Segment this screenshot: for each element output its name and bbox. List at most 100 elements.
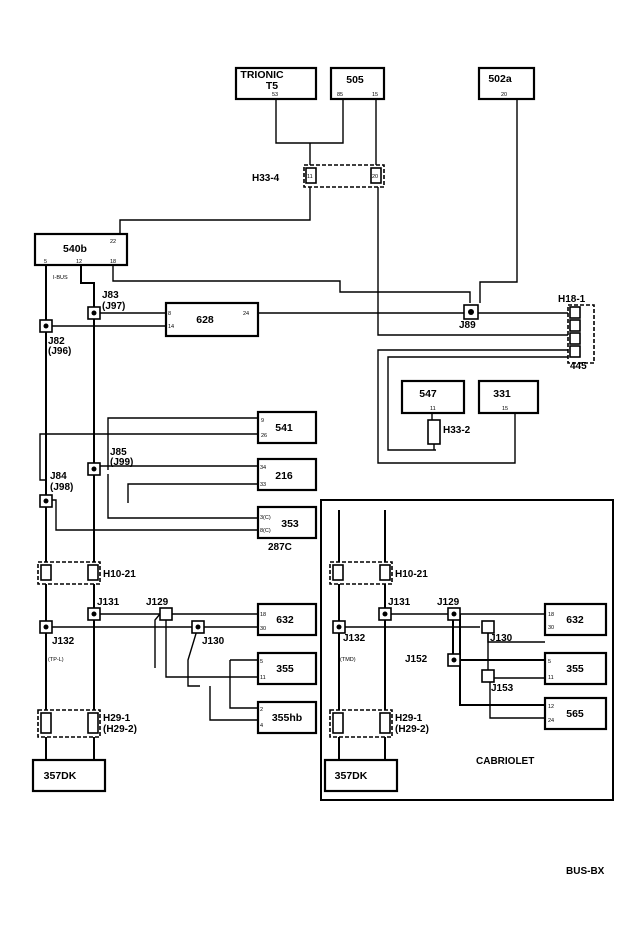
c357dk-left-label: 357DK bbox=[44, 770, 77, 782]
wire-h33-4-540b bbox=[119, 187, 311, 238]
connector-h29-1-right: H29-1 (H29-2) bbox=[329, 709, 429, 738]
wire-540b-j89 bbox=[112, 265, 471, 303]
wire-trionic-505 bbox=[275, 99, 344, 144]
j153-label: J153 bbox=[491, 683, 514, 694]
c355-left-pin-b: 11 bbox=[260, 675, 266, 681]
c216-label: 216 bbox=[275, 470, 293, 482]
cabriolet-frame bbox=[320, 499, 614, 801]
component-355-right: 355 5 11 bbox=[543, 651, 608, 686]
c216-pin-a: 34 bbox=[260, 465, 266, 471]
c353-pin-a: 3(C) bbox=[260, 515, 271, 521]
c632-right-pin-a: 18 bbox=[548, 612, 554, 618]
c540b-pin-5: 5 bbox=[44, 259, 47, 265]
splice-j129-left bbox=[159, 607, 173, 621]
component-357dk-left: 357DK bbox=[31, 758, 107, 793]
component-632-right: 632 18 30 bbox=[543, 602, 608, 637]
cabriolet-label: CABRIOLET bbox=[476, 756, 534, 767]
j96-label: (J96) bbox=[48, 346, 71, 357]
j99-label: (J99) bbox=[110, 457, 133, 468]
j129-left-label: J129 bbox=[146, 597, 169, 608]
wire-h18-331 bbox=[377, 349, 568, 464]
j89-label: J89 bbox=[459, 320, 476, 331]
connector-h29-1-left: H29-1 (H29-2) bbox=[37, 709, 137, 738]
h10-21-right-label: H10-21 bbox=[395, 569, 428, 580]
c331-pin: 15 bbox=[502, 406, 508, 412]
j132-left-label: J132 bbox=[52, 636, 75, 647]
right-small-label: (TMD) bbox=[340, 657, 356, 663]
component-353: 353 3(C) 8(C) bbox=[256, 505, 318, 540]
wire-j84-353 bbox=[46, 499, 258, 531]
h33-2-label: H33-2 bbox=[443, 425, 471, 436]
j132-right-label: J132 bbox=[343, 633, 366, 644]
component-632-left: 632 18 30 bbox=[256, 602, 318, 637]
wire-j129r-565 bbox=[459, 614, 545, 706]
h29-2-left-label: (H29-2) bbox=[103, 724, 137, 735]
wire-541-j84 bbox=[39, 433, 258, 481]
c632-right-label: 632 bbox=[566, 614, 584, 626]
connector-h33-4: 11 20 H33-4 bbox=[252, 164, 385, 188]
component-355hb: 355hb 2 4 bbox=[256, 700, 318, 735]
left-small-label: (TP-L) bbox=[48, 657, 64, 663]
wire-h33-4-h18 bbox=[377, 187, 568, 336]
c357dk-right-label: 357DK bbox=[335, 770, 368, 782]
j130-right-label: J130 bbox=[490, 633, 513, 644]
component-502a: 502a 20 bbox=[477, 66, 536, 101]
component-505: 505 85 15 bbox=[329, 66, 386, 101]
c541-pin-b: 26 bbox=[261, 433, 267, 439]
component-628: 628 8 14 24 bbox=[164, 301, 260, 338]
component-547: 547 11 bbox=[400, 379, 466, 415]
wire-j130-branch bbox=[187, 626, 200, 687]
c502a-label: 502a bbox=[488, 73, 512, 85]
c216-pin-b: 33 bbox=[260, 482, 266, 488]
c540b-pin-12: 12 bbox=[76, 259, 82, 265]
c547-label: 547 bbox=[419, 388, 437, 400]
j82-label: J82 bbox=[48, 336, 65, 347]
j83-label: J83 bbox=[102, 290, 119, 301]
h33-4-pin-b: 20 bbox=[372, 174, 378, 180]
c355hb-pin-b: 4 bbox=[260, 723, 263, 729]
j152-label: J152 bbox=[405, 654, 428, 665]
c355-left-pin-a: 5 bbox=[260, 659, 263, 665]
c632-left-pin-a: 18 bbox=[260, 612, 266, 618]
c540b-pin-18: 18 bbox=[110, 259, 116, 265]
h33-4-pin-a: 11 bbox=[307, 174, 313, 180]
h10-21-left-label: H10-21 bbox=[103, 569, 136, 580]
c540b-label: 540b bbox=[63, 243, 87, 255]
connector-h18-1: H18-1 445 bbox=[558, 294, 595, 372]
wire-j153-565 bbox=[489, 678, 545, 719]
j130-left-label: J130 bbox=[202, 636, 225, 647]
j129-right-label: J129 bbox=[437, 597, 460, 608]
c505-label: 505 bbox=[346, 74, 364, 86]
h33-4-label: H33-4 bbox=[252, 173, 280, 184]
c632-left-label: 632 bbox=[276, 614, 294, 626]
footer-label: BUS-BX bbox=[566, 866, 605, 877]
component-540b: 540b 22 5 12 18 bbox=[33, 232, 129, 267]
splice-j130-right bbox=[481, 620, 495, 634]
c565-label: 565 bbox=[566, 708, 584, 720]
c541-pin-a: 9 bbox=[261, 418, 264, 424]
connector-h33-2: H33-2 bbox=[427, 419, 471, 445]
j97-label: (J97) bbox=[102, 301, 125, 312]
wire-355hb-2 bbox=[229, 660, 258, 709]
c355-right-pin-a: 5 bbox=[548, 659, 551, 665]
wire-j129-branch bbox=[154, 613, 161, 668]
c541-label: 541 bbox=[275, 422, 293, 434]
wire-j85-353 bbox=[107, 474, 258, 519]
wire-541-j85 bbox=[107, 417, 258, 470]
c287c-label: 287C bbox=[268, 542, 292, 553]
j85-label: J85 bbox=[110, 447, 127, 458]
c628-pin-a: 8 bbox=[168, 311, 171, 317]
c628-pin-b: 14 bbox=[168, 324, 174, 330]
component-355-left: 355 5 11 bbox=[256, 651, 318, 686]
wire-j129-355 bbox=[165, 614, 258, 678]
c632-left-pin-b: 30 bbox=[260, 626, 266, 632]
h29-2-right-label: (H29-2) bbox=[395, 724, 429, 735]
c355hb-label: 355hb bbox=[272, 712, 302, 724]
c632-right-pin-b: 30 bbox=[548, 625, 554, 631]
h18-1-label: H18-1 bbox=[558, 294, 586, 305]
c353-label: 353 bbox=[281, 518, 299, 530]
j84-label: J84 bbox=[50, 471, 67, 482]
ibus-label: I-BUS bbox=[53, 275, 68, 281]
h29-1-right-label: H29-1 bbox=[395, 713, 423, 724]
